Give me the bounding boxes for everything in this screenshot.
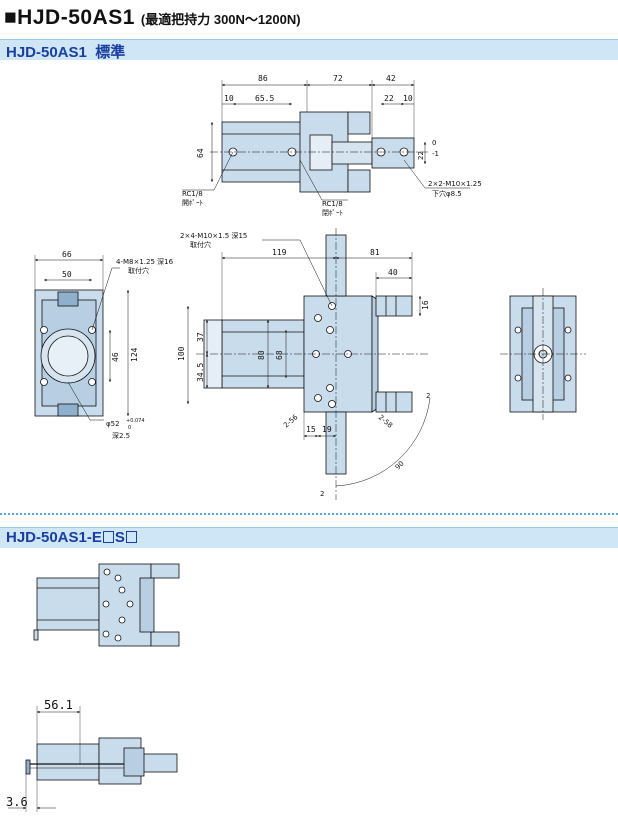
dim-2-58: 2-58	[377, 413, 394, 429]
dim-2a: 2	[426, 392, 430, 400]
dim-42: 42	[386, 74, 396, 83]
dim-3-6: 3.6	[6, 795, 28, 809]
section-divider	[0, 513, 618, 515]
dim-81: 81	[370, 248, 380, 257]
tol-upper: 0	[432, 139, 436, 147]
dim-66: 66	[62, 250, 72, 259]
thread-spec-2: 下穴φ8.5	[432, 189, 462, 198]
dim-86: 86	[258, 74, 268, 83]
dim-72: 72	[333, 74, 343, 83]
dim-124: 124	[130, 347, 139, 362]
dim-22v: 22	[417, 151, 425, 160]
dim-46: 46	[111, 352, 120, 362]
dim-119: 119	[272, 248, 287, 257]
dim-34-5: 34.5	[196, 363, 205, 382]
page-title: ■HJD-50AS1 (最適把持力 300N～1200N)	[4, 6, 301, 32]
mount-holes-1: 4-M8×1.25 深16	[116, 257, 174, 266]
option-side-view	[8, 706, 178, 812]
bore-tol-lower: 0	[128, 425, 131, 431]
port-close-2: 閉ﾎﾟｰﾄ	[322, 209, 343, 217]
mount-holes-2: 取付穴	[128, 266, 149, 275]
front-holes-2: 取付穴	[190, 240, 211, 249]
dim-56-1: 56.1	[44, 698, 73, 712]
bore-dia: φ52	[106, 420, 120, 428]
dim-2-56: 2-56	[282, 413, 300, 430]
port-open-2: 開ﾎﾟｰﾄ	[182, 199, 203, 207]
dim-80: 80	[257, 350, 266, 360]
bore-depth: 深2.5	[112, 431, 130, 440]
left-view	[34, 255, 130, 421]
front-view	[186, 228, 431, 500]
dim-50: 50	[62, 270, 72, 279]
dim-22: 22	[384, 94, 394, 103]
dim-19: 19	[322, 425, 332, 434]
dim-64: 64	[196, 148, 205, 158]
right-view	[500, 288, 586, 420]
tol-lower: -1	[432, 150, 439, 158]
option-top-view	[33, 563, 180, 647]
dim-15: 15	[306, 425, 316, 434]
dim-68: 68	[275, 350, 284, 360]
dim-2b: 2	[320, 490, 324, 498]
dim-90: 90	[394, 459, 406, 471]
dim-37: 37	[196, 332, 205, 342]
dim-10a: 10	[224, 94, 234, 103]
port-open-1: RC1/8	[182, 190, 203, 198]
model-title: ■HJD-50AS1	[4, 6, 135, 29]
bore-tol-upper: +0.074	[126, 418, 145, 424]
dim-40: 40	[388, 268, 398, 277]
dim-65-5: 65.5	[255, 94, 274, 103]
top-view	[182, 80, 470, 201]
grip-force-subtitle: (最適把持力 300N～1200N)	[140, 12, 301, 27]
front-holes-1: 2×4-M10×1.5 深15	[180, 231, 247, 240]
thread-spec-1: 2×2-M10×1.25	[428, 180, 482, 188]
dim-10b: 10	[403, 94, 413, 103]
section-band-standard: HJD-50AS1 標準	[0, 39, 618, 61]
section-label-standard: HJD-50AS1 標準	[6, 44, 126, 61]
dim-100: 100	[177, 346, 186, 361]
port-close-1: RC1/8	[322, 200, 343, 208]
dim-16: 16	[421, 300, 430, 310]
